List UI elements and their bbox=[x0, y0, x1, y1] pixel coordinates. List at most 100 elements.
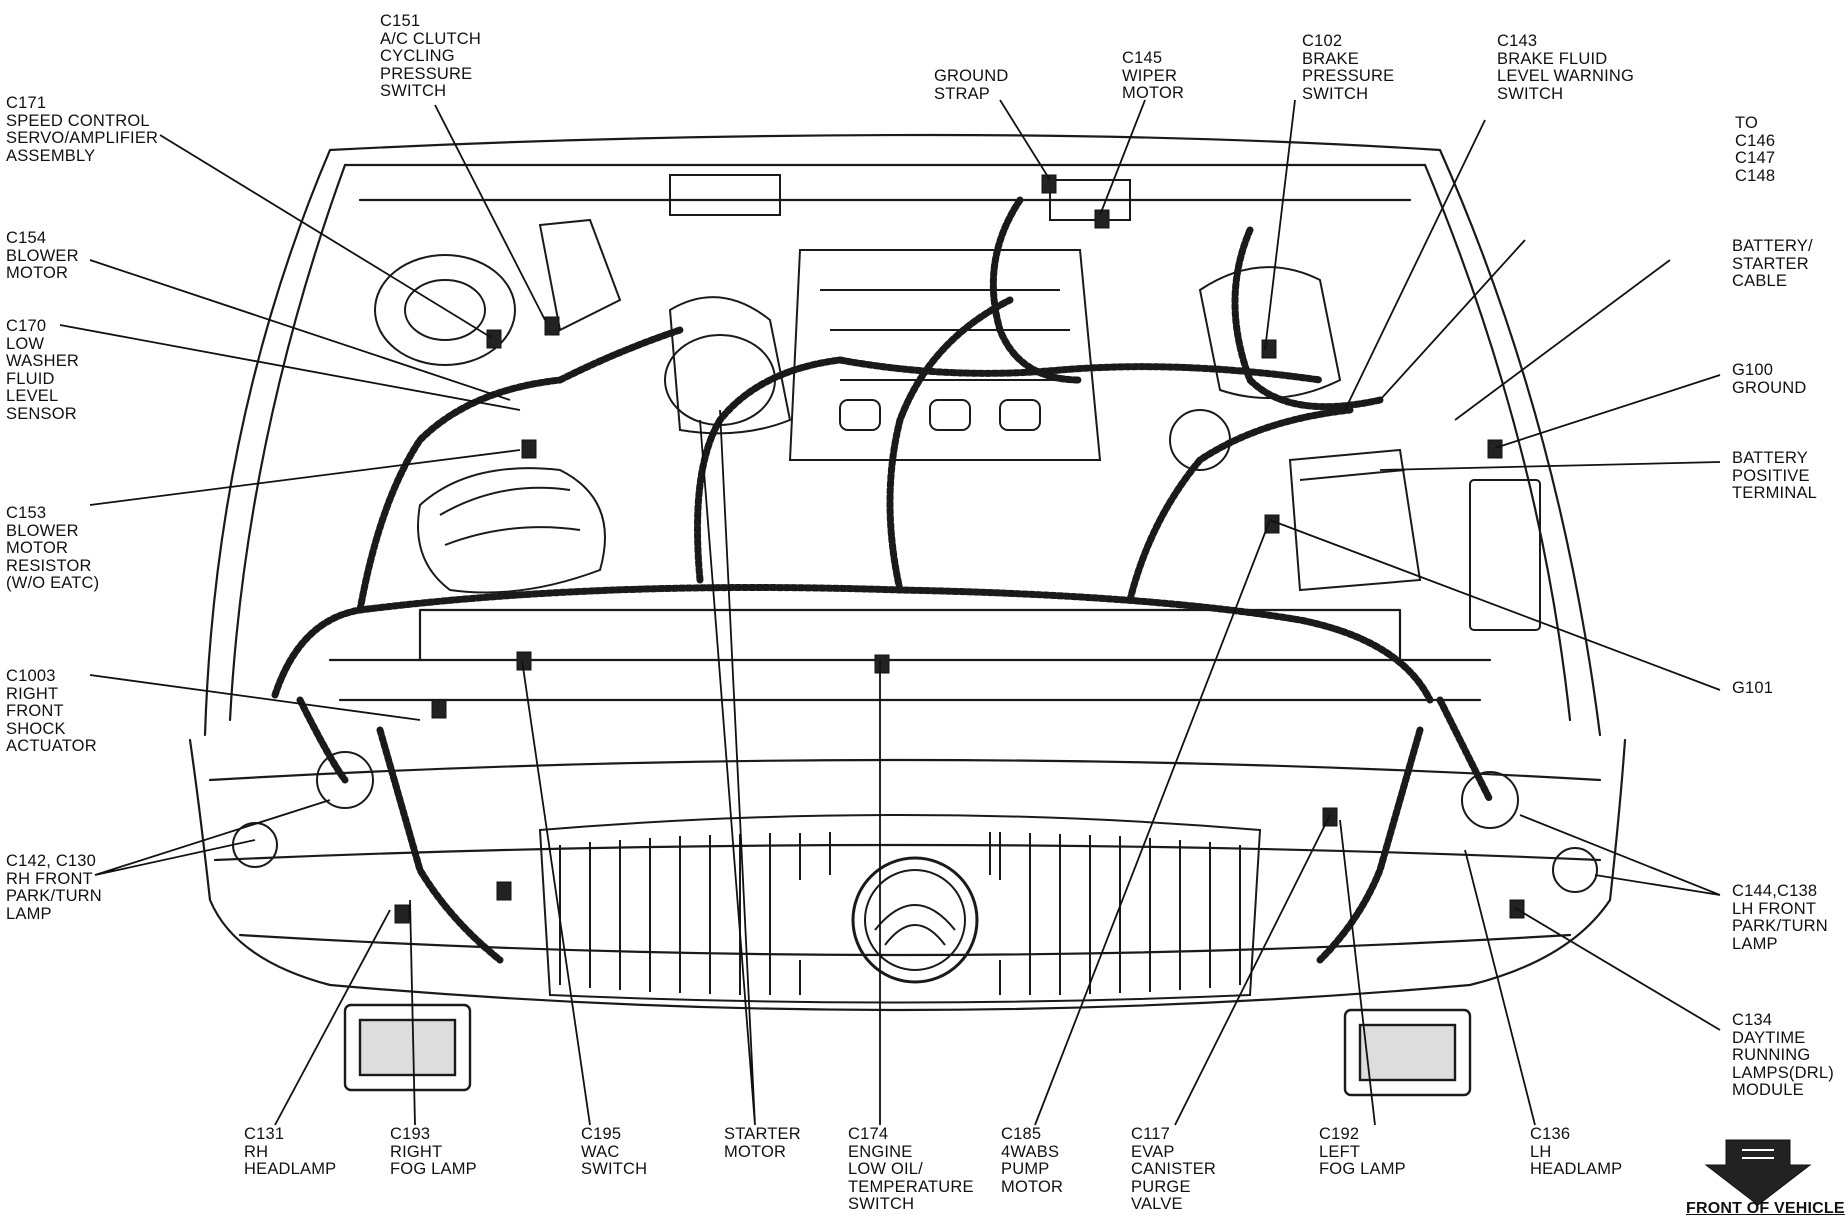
label-line: BLOWER bbox=[6, 246, 79, 265]
label-line: C192 bbox=[1319, 1125, 1360, 1143]
label-line: ASSEMBLY bbox=[6, 146, 96, 165]
label-line: MOTOR bbox=[6, 264, 69, 282]
label-line: SENSOR bbox=[6, 404, 77, 423]
label-line: C136 bbox=[1530, 1125, 1571, 1143]
label-c145: C145 WIPER MOTOR bbox=[1122, 49, 1184, 103]
label-line: WIPER bbox=[1122, 66, 1178, 85]
label-line: CANISTER bbox=[1131, 1160, 1217, 1178]
label-line: C144,C138 bbox=[1732, 882, 1818, 900]
label-line: VALVE bbox=[1131, 1195, 1183, 1213]
label-line: RIGHT bbox=[6, 684, 59, 703]
label-line: SPEED CONTROL bbox=[6, 111, 150, 130]
label-line: DAYTIME bbox=[1732, 1028, 1806, 1047]
label-line: SERVO/AMPLIFIER bbox=[6, 129, 159, 147]
label-line: BRAKE FLUID bbox=[1497, 49, 1608, 68]
label-line: RH bbox=[244, 1142, 269, 1161]
label-line: FLUID bbox=[6, 369, 55, 388]
label-line: LOW OIL/ bbox=[848, 1160, 923, 1178]
label-c153: C153 BLOWER MOTOR RESISTOR (W/O EATC) bbox=[6, 504, 100, 593]
leader-lines bbox=[59, 99, 1721, 1126]
label-line: (W/O EATC) bbox=[6, 574, 100, 592]
label-line: TO bbox=[1735, 114, 1759, 132]
label-g101: G101 bbox=[1732, 679, 1774, 698]
label-line: SHOCK bbox=[6, 719, 66, 738]
label-line: FOG LAMP bbox=[1319, 1160, 1406, 1178]
front-of-vehicle-arrow bbox=[1704, 1139, 1812, 1206]
label-line: C1003 bbox=[6, 667, 56, 685]
label-line: MOTOR bbox=[6, 539, 69, 557]
label-c151: C151 A/C CLUTCH CYCLING PRESSURE SWITCH bbox=[380, 12, 481, 101]
label-line: C147 bbox=[1735, 149, 1776, 167]
label-line: MOTOR bbox=[1001, 1177, 1064, 1196]
label-line: LAMPS(DRL) bbox=[1732, 1063, 1834, 1082]
label-line: MODULE bbox=[1732, 1081, 1804, 1099]
label-line: PUMP bbox=[1001, 1160, 1050, 1178]
label-line: HEADLAMP bbox=[1530, 1160, 1623, 1178]
label-line: EVAP bbox=[1131, 1142, 1175, 1161]
label-line: PRESSURE bbox=[1302, 67, 1395, 85]
label-c142: C142, C130 RH FRONT PARK/TURN LAMP bbox=[6, 852, 102, 923]
label-c134: C134 DAYTIME RUNNING LAMPS(DRL) MODULE bbox=[1732, 1011, 1834, 1100]
label-line: C170 bbox=[6, 317, 47, 335]
label-line: CABLE bbox=[1732, 272, 1788, 290]
label-c144: C144,C138 LH FRONT PARK/TURN LAMP bbox=[1732, 882, 1828, 953]
label-line: LH bbox=[1530, 1142, 1552, 1161]
label-line: C134 bbox=[1732, 1011, 1773, 1029]
label-ground-strap: GROUND STRAP bbox=[934, 67, 1009, 103]
label-line: LAMP bbox=[1732, 934, 1778, 953]
label-line: PARK/TURN bbox=[6, 887, 102, 905]
label-line: TERMINAL bbox=[1732, 484, 1818, 502]
label-line: G100 bbox=[1732, 361, 1774, 379]
label-c117: C117 EVAP CANISTER PURGE VALVE bbox=[1131, 1125, 1217, 1214]
fog-lamps bbox=[343, 1003, 1472, 1097]
grille bbox=[538, 814, 1262, 1004]
label-line: C145 bbox=[1122, 49, 1163, 67]
label-line: SWITCH bbox=[581, 1160, 648, 1178]
label-c1003: C1003 RIGHT FRONT SHOCK ACTUATOR bbox=[6, 667, 97, 756]
label-line: LOW bbox=[6, 334, 45, 353]
label-line: C146 bbox=[1735, 131, 1776, 150]
label-line: STARTER bbox=[724, 1125, 801, 1143]
label-line: WAC bbox=[581, 1142, 620, 1161]
label-line: LH FRONT bbox=[1732, 899, 1817, 918]
label-line: LEVEL WARNING bbox=[1497, 67, 1635, 85]
label-line: PRESSURE bbox=[380, 64, 473, 83]
vehicle-outline bbox=[188, 133, 1627, 1012]
label-line: CYCLING bbox=[380, 47, 455, 65]
label-line: ENGINE bbox=[848, 1142, 913, 1161]
engine-components bbox=[232, 174, 1598, 893]
label-c136: C136 LH HEADLAMP bbox=[1530, 1125, 1623, 1179]
connectors bbox=[394, 174, 1525, 924]
label-line: PURGE bbox=[1131, 1177, 1191, 1196]
label-c192: C192 LEFT FOG LAMP bbox=[1319, 1125, 1406, 1179]
label-line: RUNNING bbox=[1732, 1046, 1811, 1064]
label-c154: C154 BLOWER MOTOR bbox=[6, 229, 79, 283]
label-line: LAMP bbox=[6, 904, 52, 923]
label-line: C117 bbox=[1131, 1125, 1171, 1143]
label-line: TEMPERATURE bbox=[848, 1177, 974, 1196]
label-line: LEFT bbox=[1319, 1142, 1361, 1161]
label-line: C131 bbox=[244, 1125, 285, 1143]
label-line: C154 bbox=[6, 229, 47, 247]
label-line: BLOWER bbox=[6, 521, 79, 540]
label-line: BRAKE bbox=[1302, 49, 1359, 68]
label-to-c146: TO C146 C147 C148 bbox=[1735, 114, 1776, 185]
label-battery-starter-cable: BATTERY/ STARTER CABLE bbox=[1732, 237, 1813, 291]
label-line: GROUND bbox=[1732, 378, 1807, 397]
label-line: RIGHT bbox=[390, 1142, 443, 1161]
label-line: ACTUATOR bbox=[6, 737, 97, 755]
label-line: SWITCH bbox=[380, 82, 447, 100]
label-c102: C102 BRAKE PRESSURE SWITCH bbox=[1302, 32, 1395, 103]
label-line: C151 bbox=[380, 12, 421, 30]
label-line: G101 bbox=[1732, 679, 1774, 697]
label-line: MOTOR bbox=[724, 1142, 787, 1161]
label-line: C148 bbox=[1735, 166, 1776, 185]
label-line: BATTERY bbox=[1732, 449, 1808, 467]
label-line: C153 bbox=[6, 504, 47, 522]
front-of-vehicle-label: FRONT OF VEHICLE bbox=[1686, 1200, 1845, 1217]
label-line: PARK/TURN bbox=[1732, 917, 1828, 935]
label-g100: G100 GROUND bbox=[1732, 361, 1807, 397]
label-starter-motor: STARTER MOTOR bbox=[724, 1125, 801, 1161]
label-line: C171 bbox=[6, 94, 47, 112]
